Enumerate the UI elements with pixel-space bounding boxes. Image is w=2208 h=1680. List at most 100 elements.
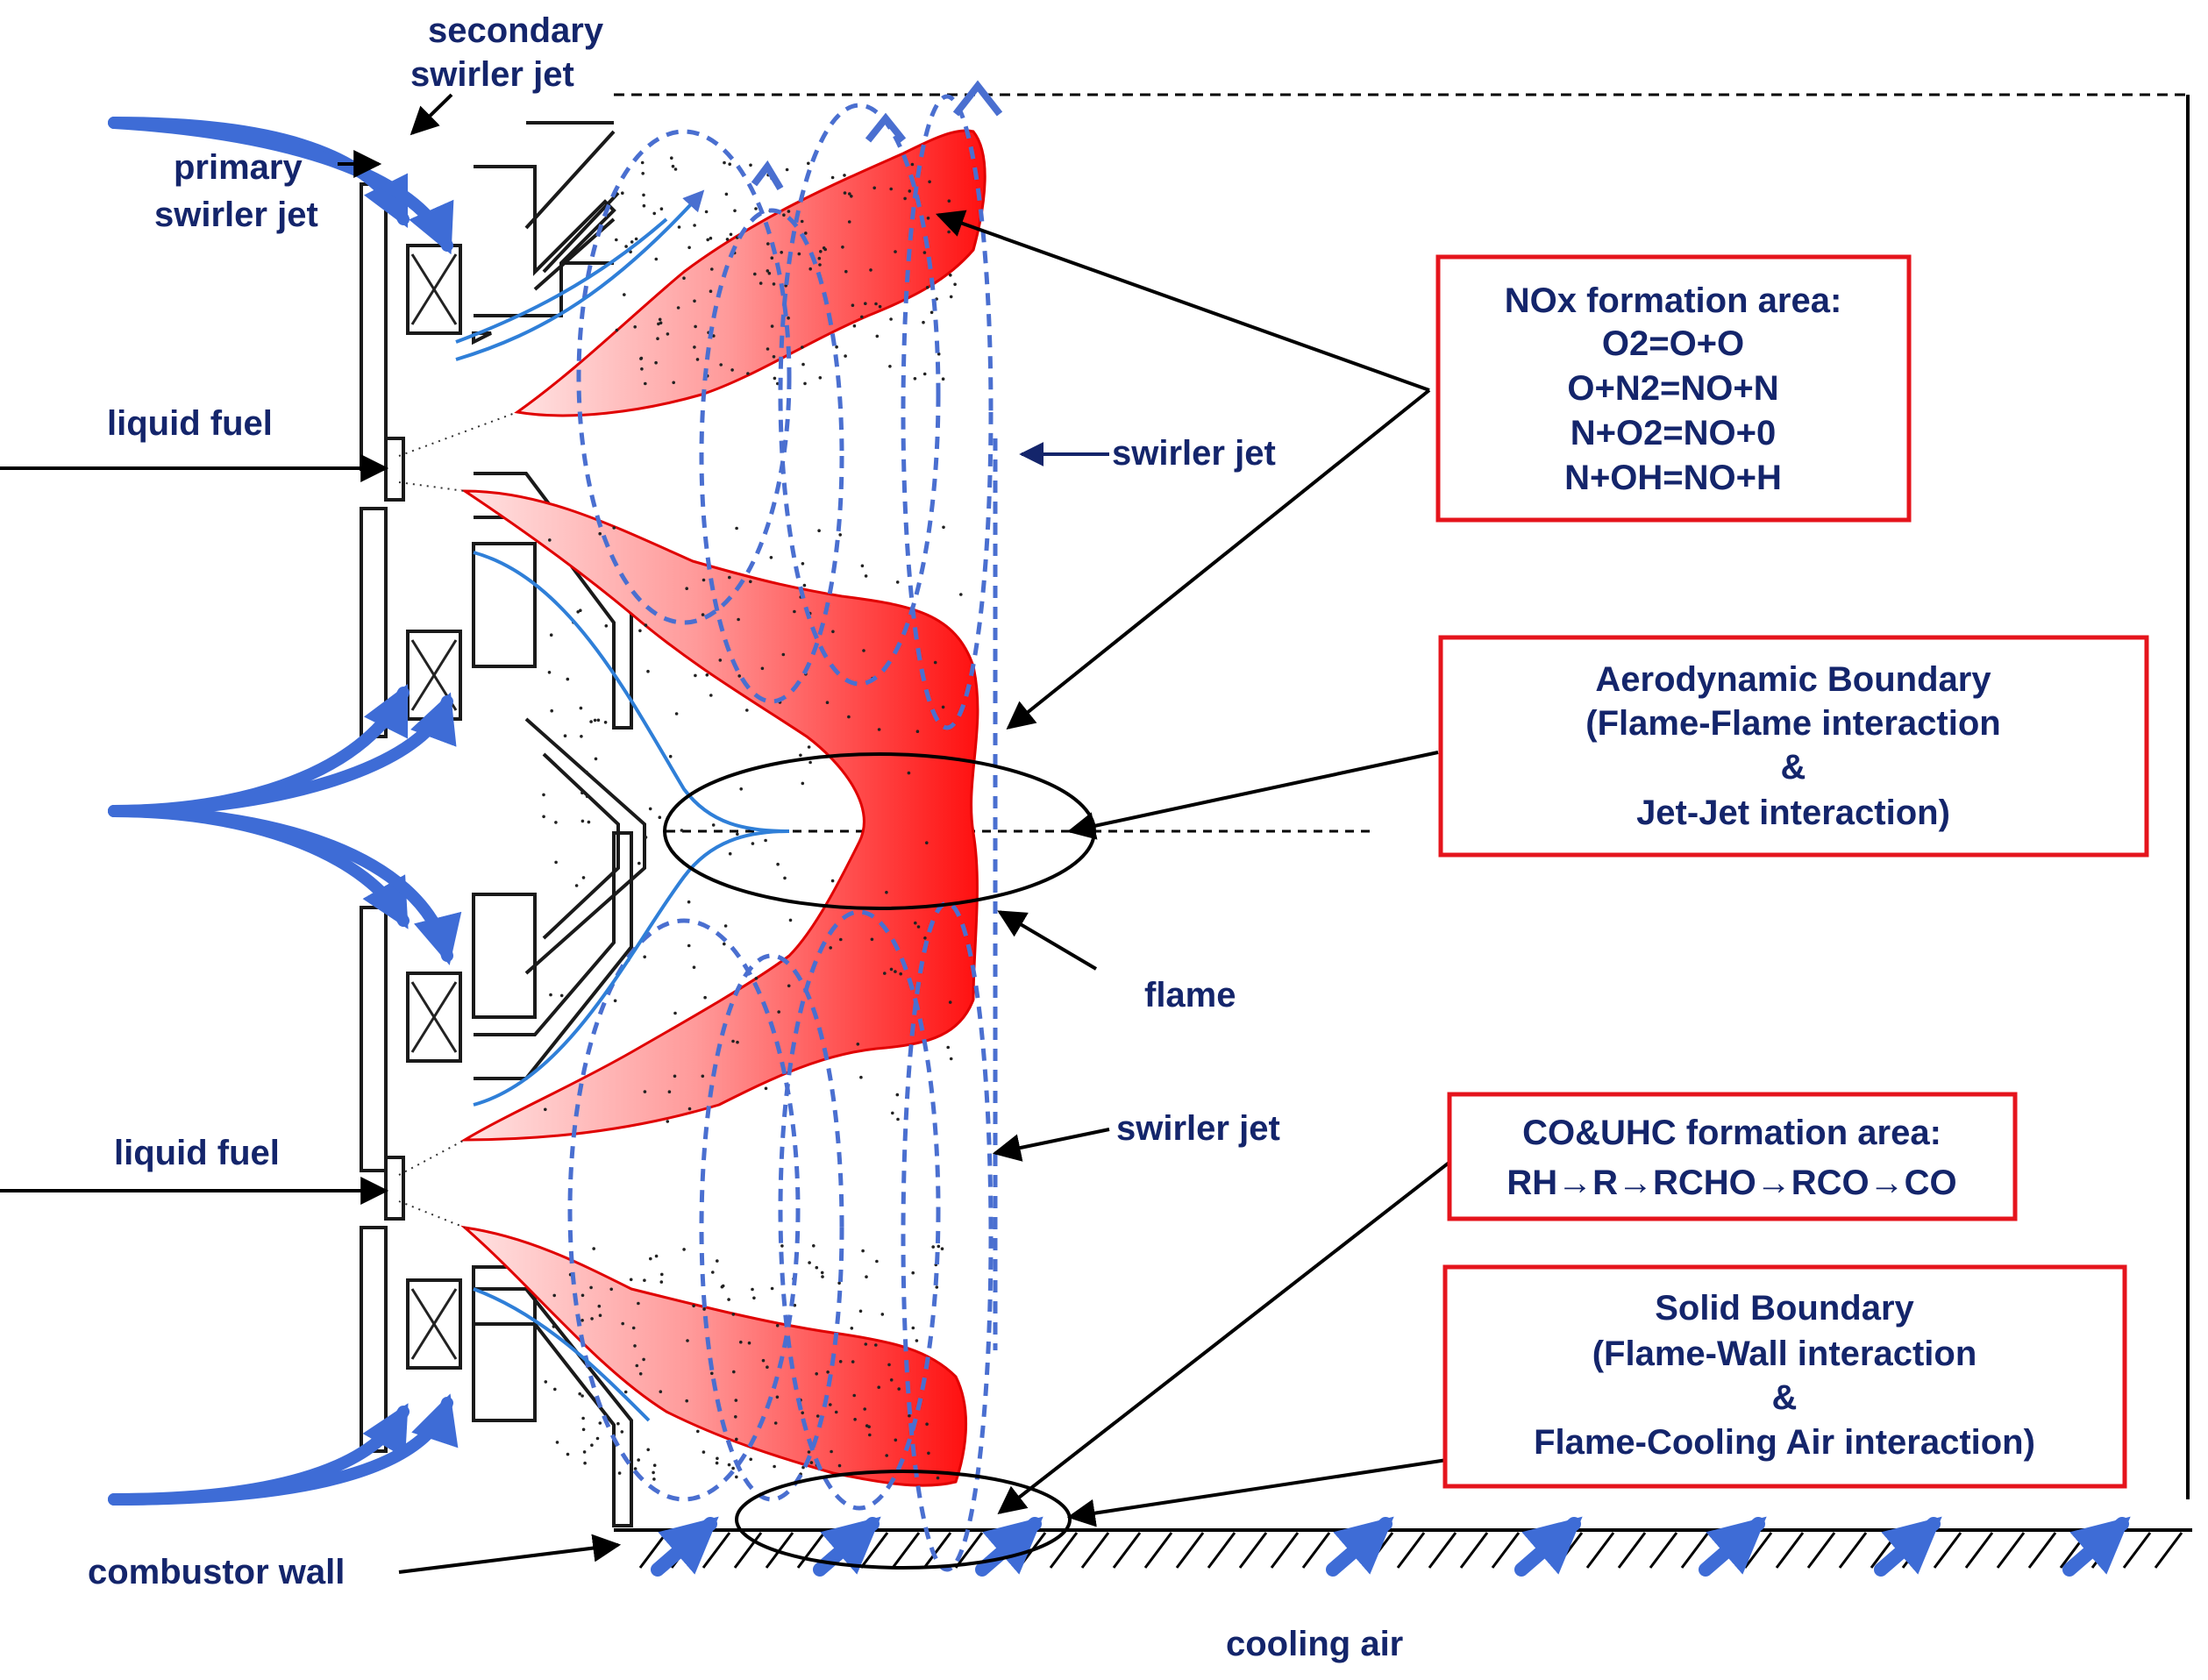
flame-speckle (640, 367, 644, 371)
flame-speckle (668, 754, 673, 758)
flame-speckle (630, 240, 634, 244)
flame-speckle (852, 1393, 856, 1398)
flame-speckle (712, 334, 716, 338)
solid-line-3: & (1772, 1378, 1798, 1417)
label-combustor-wall: combustor wall (88, 1553, 345, 1591)
flame-speckle (549, 633, 553, 637)
flame-speckle (579, 706, 583, 710)
flame-speckle (777, 1010, 780, 1014)
flame-speckle (590, 1317, 594, 1321)
flame-speckle (830, 175, 835, 180)
flame-speckle (642, 193, 645, 197)
flame-speckle (785, 167, 789, 172)
flame-speckle (809, 1461, 814, 1464)
flame-speckle (687, 1107, 692, 1111)
flame-speckle (880, 1313, 885, 1316)
flame-speckle (733, 209, 737, 213)
flame-speckle (807, 1450, 811, 1454)
flame-speckle (673, 1011, 677, 1015)
flame-speckle (746, 372, 750, 375)
solid-line-2: (Flame-Wall interaction (1592, 1335, 1977, 1373)
flame-speckle (576, 610, 580, 614)
flame-speckle (642, 1357, 645, 1362)
flame-speckle (687, 900, 691, 904)
flame-speckle (687, 246, 691, 250)
flame-speckle (787, 210, 791, 213)
flame-speckle (711, 823, 716, 827)
flame-speckle (709, 289, 713, 294)
flame-speckle (772, 355, 776, 359)
label-liquid-fuel-bottom: liquid fuel (114, 1134, 280, 1172)
flame-speckle (652, 1463, 657, 1467)
flame-speckle (598, 1421, 602, 1425)
label-secondary-swirler-l2: swirler jet (410, 55, 574, 94)
flame-speckle (731, 1313, 736, 1316)
flame-speckle (807, 745, 811, 749)
flame-speckle (639, 357, 643, 360)
flame-speckle (581, 1416, 585, 1420)
flame-speckle (659, 1390, 663, 1393)
flame-speckle (727, 1298, 730, 1301)
flame-speckle (941, 705, 945, 709)
label-liquid-fuel-top: liquid fuel (107, 404, 273, 443)
flame-speckle (875, 1259, 879, 1264)
flame-speckle (877, 728, 881, 731)
flame-speckle (596, 718, 601, 723)
flame-speckle (723, 942, 726, 946)
flame-speckle (883, 972, 887, 975)
flame-speckle (847, 715, 851, 719)
flame-speckle (914, 921, 917, 925)
flame-speckle (925, 1422, 929, 1426)
flame-speckle (830, 1449, 833, 1454)
flame-speckle (731, 1466, 735, 1470)
flame-speckle (593, 718, 597, 723)
flame-speckle (767, 271, 772, 275)
flame-speckle (891, 1111, 894, 1115)
flame-speckle (644, 381, 647, 386)
flame-speckle (922, 372, 927, 376)
flame-speckle (660, 1272, 664, 1277)
flame-speckle (694, 673, 697, 678)
flame-speckle (643, 955, 646, 959)
flame-speckle (903, 196, 907, 201)
flame-speckle (933, 660, 937, 665)
flame-speckle (864, 1342, 868, 1346)
flame-speckle (629, 1278, 633, 1282)
flame-speckle (775, 1324, 780, 1328)
flame-speckle (554, 821, 558, 824)
flame-speckle (737, 617, 740, 622)
flame-speckle (861, 1249, 865, 1253)
flame-speckle (908, 189, 912, 193)
flame-speckle (666, 1120, 670, 1123)
flame-speckle (694, 324, 697, 329)
flame-speckle (782, 213, 786, 217)
flame-speckle (870, 937, 874, 942)
flame-speckle (621, 191, 624, 195)
flame-speckle (671, 164, 675, 168)
flame-speckle (621, 1321, 624, 1326)
flame-speckle (658, 317, 662, 322)
flame-speckle (835, 345, 838, 349)
flame-speckle (929, 310, 934, 315)
flame-speckle (922, 251, 927, 254)
flame-speckle (911, 1271, 915, 1275)
flame-speckle (863, 1407, 866, 1411)
flame-speckle (592, 1247, 595, 1250)
flame-speckle (839, 937, 843, 942)
nox-line-1: O2=O+O (1602, 324, 1744, 363)
flame-speckle (907, 771, 911, 775)
flame-speckle (815, 1372, 818, 1376)
flame-speckle (580, 1319, 584, 1322)
flame-speckle (659, 321, 663, 325)
flame-speckle (549, 993, 552, 997)
flame-speckle (658, 815, 662, 819)
flame-speckle (843, 191, 847, 195)
flame-speckle (948, 1000, 952, 1004)
cooling-air-arrows (651, 1516, 2131, 1577)
inflow-arrows (108, 117, 462, 1506)
flame-speckle (623, 1390, 628, 1394)
flame-speckle (580, 1293, 585, 1298)
flame-speckle (595, 1436, 600, 1441)
flame-speckle (566, 677, 570, 681)
flame-speckle (808, 760, 812, 765)
